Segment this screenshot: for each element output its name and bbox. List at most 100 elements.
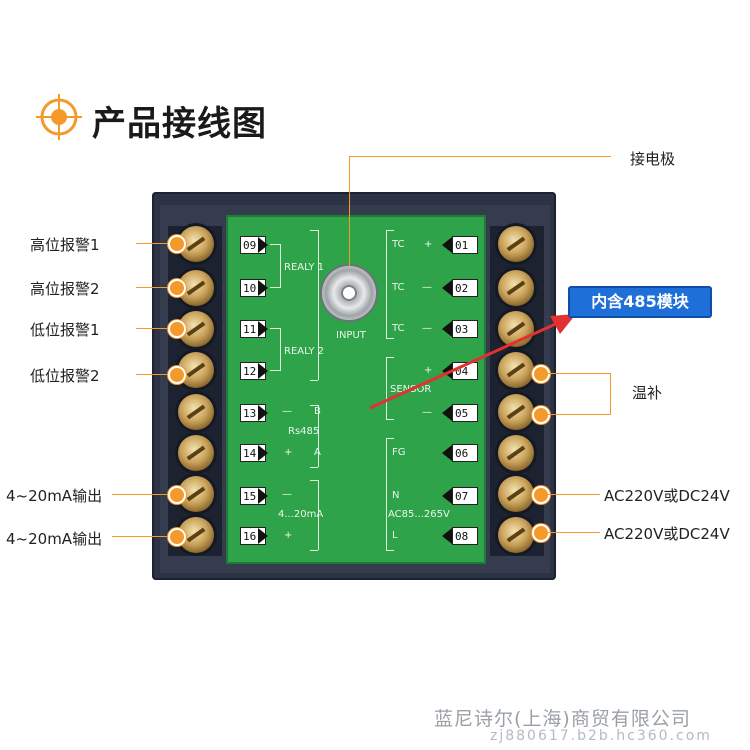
callout-line bbox=[136, 328, 180, 329]
input-label: INPUT bbox=[336, 330, 366, 341]
label-ma-output-1: 4~20mA输出 bbox=[6, 487, 103, 505]
arrow-16 bbox=[258, 528, 268, 544]
screw-r5 bbox=[498, 394, 534, 430]
company-watermark: 蓝尼诗尔(上海)商贸有限公司 bbox=[434, 708, 691, 730]
page-title: 产品接线图 bbox=[92, 104, 267, 144]
target-icon bbox=[36, 94, 82, 140]
terminal-05: 05 bbox=[452, 404, 478, 422]
wire bbox=[280, 328, 281, 371]
electrode-label: 接电极 bbox=[630, 150, 676, 168]
callout-dot bbox=[532, 365, 550, 383]
callout-dot bbox=[168, 528, 186, 546]
sensor-plus: + bbox=[424, 365, 433, 376]
rs485-module-badge: 内含485模块 bbox=[568, 286, 712, 318]
tc-minus: — bbox=[422, 282, 432, 293]
ac-range-label: AC85...265V bbox=[388, 509, 450, 520]
url-watermark: zj880617.b2b.hc360.com bbox=[490, 728, 712, 744]
wire bbox=[318, 480, 319, 550]
realy1-label: REALY 1 bbox=[284, 262, 324, 273]
minus-13: — bbox=[282, 406, 292, 417]
n-label: N bbox=[392, 490, 400, 501]
electrode-callout-line-v bbox=[349, 156, 350, 266]
red-arrow-icon bbox=[369, 314, 576, 410]
arrow-05 bbox=[442, 405, 452, 421]
callout-line bbox=[112, 536, 180, 537]
wire bbox=[386, 230, 387, 338]
bnc-center-icon bbox=[343, 287, 355, 299]
wire bbox=[318, 230, 319, 380]
callout-dot bbox=[532, 486, 550, 504]
tc-label-3: TC bbox=[392, 323, 405, 334]
terminal-03: 03 bbox=[452, 320, 478, 338]
screw-l5 bbox=[178, 394, 214, 430]
wire bbox=[386, 419, 394, 420]
arrow-02 bbox=[442, 280, 452, 296]
callout-line bbox=[112, 494, 180, 495]
power-label-2: AC220V或DC24V bbox=[604, 525, 730, 543]
label-ma-output-2: 4~20mA输出 bbox=[6, 530, 103, 548]
arrow-10 bbox=[258, 280, 268, 296]
callout-line bbox=[136, 287, 180, 288]
wire bbox=[386, 438, 394, 439]
callout-dot bbox=[532, 524, 550, 542]
wire bbox=[310, 380, 318, 381]
wire bbox=[310, 480, 318, 481]
terminal-02: 02 bbox=[452, 279, 478, 297]
callout-dot bbox=[168, 320, 186, 338]
wire bbox=[386, 230, 394, 231]
arrow-13 bbox=[258, 405, 268, 421]
terminal-08: 08 bbox=[452, 527, 478, 545]
screw-r6 bbox=[498, 435, 534, 471]
plus-14: + bbox=[284, 447, 293, 458]
wire bbox=[386, 357, 394, 358]
wire bbox=[280, 244, 281, 288]
sensor-minus: — bbox=[422, 407, 432, 418]
terminal-06: 06 bbox=[452, 444, 478, 462]
wire bbox=[386, 438, 387, 550]
callout-line bbox=[548, 532, 600, 533]
plus-16: + bbox=[284, 530, 293, 541]
wire bbox=[318, 405, 319, 467]
label-low-alarm-2: 低位报警2 bbox=[30, 367, 100, 385]
callout-line bbox=[548, 414, 610, 415]
tc-label-2: TC bbox=[392, 282, 405, 293]
minus-15: — bbox=[282, 489, 292, 500]
rs485-a-label: A bbox=[314, 447, 321, 458]
callout-dot bbox=[532, 406, 550, 424]
screw-r4 bbox=[498, 352, 534, 388]
tc-minus-3: — bbox=[422, 323, 432, 334]
terminal-01: 01 bbox=[452, 236, 478, 254]
wire bbox=[386, 550, 394, 551]
callout-line bbox=[136, 243, 180, 244]
label-low-alarm-1: 低位报警1 bbox=[30, 321, 100, 339]
label-high-alarm-2: 高位报警2 bbox=[30, 280, 100, 298]
fg-label: FG bbox=[392, 447, 406, 458]
wire bbox=[270, 244, 280, 245]
label-high-alarm-1: 高位报警1 bbox=[30, 236, 100, 254]
temp-comp-label: 温补 bbox=[632, 384, 663, 402]
power-label-1: AC220V或DC24V bbox=[604, 487, 730, 505]
arrow-06 bbox=[442, 445, 452, 461]
arrow-09 bbox=[258, 237, 268, 253]
wire bbox=[310, 230, 318, 231]
screw-r8 bbox=[498, 517, 534, 553]
screw-r7 bbox=[498, 476, 534, 512]
wire bbox=[310, 467, 318, 468]
callout-dot bbox=[168, 235, 186, 253]
callout-line bbox=[548, 373, 610, 374]
arrow-14 bbox=[258, 445, 268, 461]
arrow-04 bbox=[442, 363, 452, 379]
wire bbox=[386, 357, 387, 419]
realy2-label: REALY 2 bbox=[284, 346, 324, 357]
rs485-label: Rs485 bbox=[288, 426, 320, 437]
wire bbox=[386, 338, 394, 339]
wire bbox=[270, 328, 280, 329]
callout-line bbox=[610, 373, 611, 415]
wire bbox=[310, 405, 318, 406]
arrow-01 bbox=[442, 237, 452, 253]
arrow-08 bbox=[442, 528, 452, 544]
electrode-callout-line-h bbox=[349, 156, 611, 157]
ma-label: 4...20mA bbox=[278, 509, 324, 520]
tc-label-1: TC bbox=[392, 239, 405, 250]
arrow-07 bbox=[442, 488, 452, 504]
